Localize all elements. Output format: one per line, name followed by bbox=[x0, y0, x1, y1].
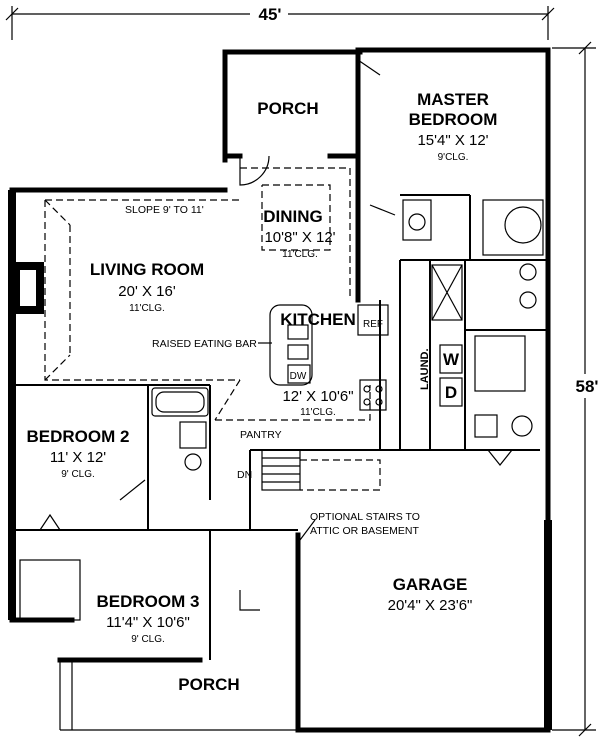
dining-size: 10'8" X 12' bbox=[264, 229, 335, 246]
door-swings bbox=[39, 59, 513, 611]
ceiling-outlines bbox=[44, 167, 381, 491]
dining-label: DINING bbox=[263, 207, 323, 226]
garage-label: GARAGE bbox=[393, 575, 468, 594]
washer-label: W bbox=[443, 350, 460, 369]
master-bedroom-ceiling: 9'CLG. bbox=[438, 152, 469, 163]
eating-bar-label: RAISED EATING BAR bbox=[152, 338, 257, 350]
bath-fixtures bbox=[151, 199, 544, 471]
laundry-label: LAUND. bbox=[419, 348, 431, 390]
kitchen-label: KITCHEN bbox=[280, 310, 356, 329]
kitchen-ceiling: 11'CLG. bbox=[300, 407, 336, 418]
dw-label: DW bbox=[290, 371, 307, 382]
ref-label: REF bbox=[363, 319, 383, 330]
dining-ceiling: 11'CLG. bbox=[282, 249, 318, 260]
optional-stairs-line2: ATTIC OR BASEMENT bbox=[310, 525, 419, 537]
dn-label: DN bbox=[237, 469, 252, 481]
pantry-label: PANTRY bbox=[240, 429, 282, 441]
kitchen-counters bbox=[357, 304, 389, 411]
eating-bar bbox=[269, 304, 313, 386]
living-room-ceiling: 11'CLG. bbox=[129, 303, 165, 314]
interior-walls bbox=[12, 194, 548, 660]
kitchen-size: 12' X 10'6" bbox=[282, 388, 353, 405]
bedroom3-size: 11'4" X 10'6" bbox=[106, 614, 190, 631]
porch-rear-label: PORCH bbox=[257, 99, 318, 118]
dryer-label: D bbox=[445, 383, 457, 402]
slope-note: SLOPE 9' TO 11' bbox=[125, 204, 204, 216]
master-bedroom-label-2: BEDROOM bbox=[409, 110, 498, 129]
depth-dimension: 58' bbox=[552, 41, 600, 737]
master-bedroom-label-1: MASTER bbox=[417, 90, 489, 109]
depth-label: 58' bbox=[576, 377, 599, 396]
width-dimension: 45' bbox=[5, 4, 555, 40]
fireplace bbox=[12, 262, 44, 314]
porch-front-label: PORCH bbox=[178, 675, 239, 694]
width-label: 45' bbox=[259, 5, 282, 24]
optional-stairs-line1: OPTIONAL STAIRS TO bbox=[310, 511, 420, 523]
closet-box bbox=[19, 559, 81, 621]
stairs bbox=[261, 449, 301, 491]
living-room-label: LIVING ROOM bbox=[90, 260, 204, 279]
master-bedroom-size: 15'4" X 12' bbox=[417, 132, 488, 149]
bedroom3-ceiling: 9' CLG. bbox=[131, 634, 165, 645]
living-room-size: 20' X 16' bbox=[118, 283, 176, 300]
bedroom2-label: BEDROOM 2 bbox=[27, 427, 130, 446]
bedroom3-label: BEDROOM 3 bbox=[97, 592, 200, 611]
bedroom2-size: 11' X 12' bbox=[50, 449, 106, 466]
bedroom2-ceiling: 9' CLG. bbox=[61, 469, 95, 480]
garage-size: 20'4" X 23'6" bbox=[388, 597, 473, 614]
